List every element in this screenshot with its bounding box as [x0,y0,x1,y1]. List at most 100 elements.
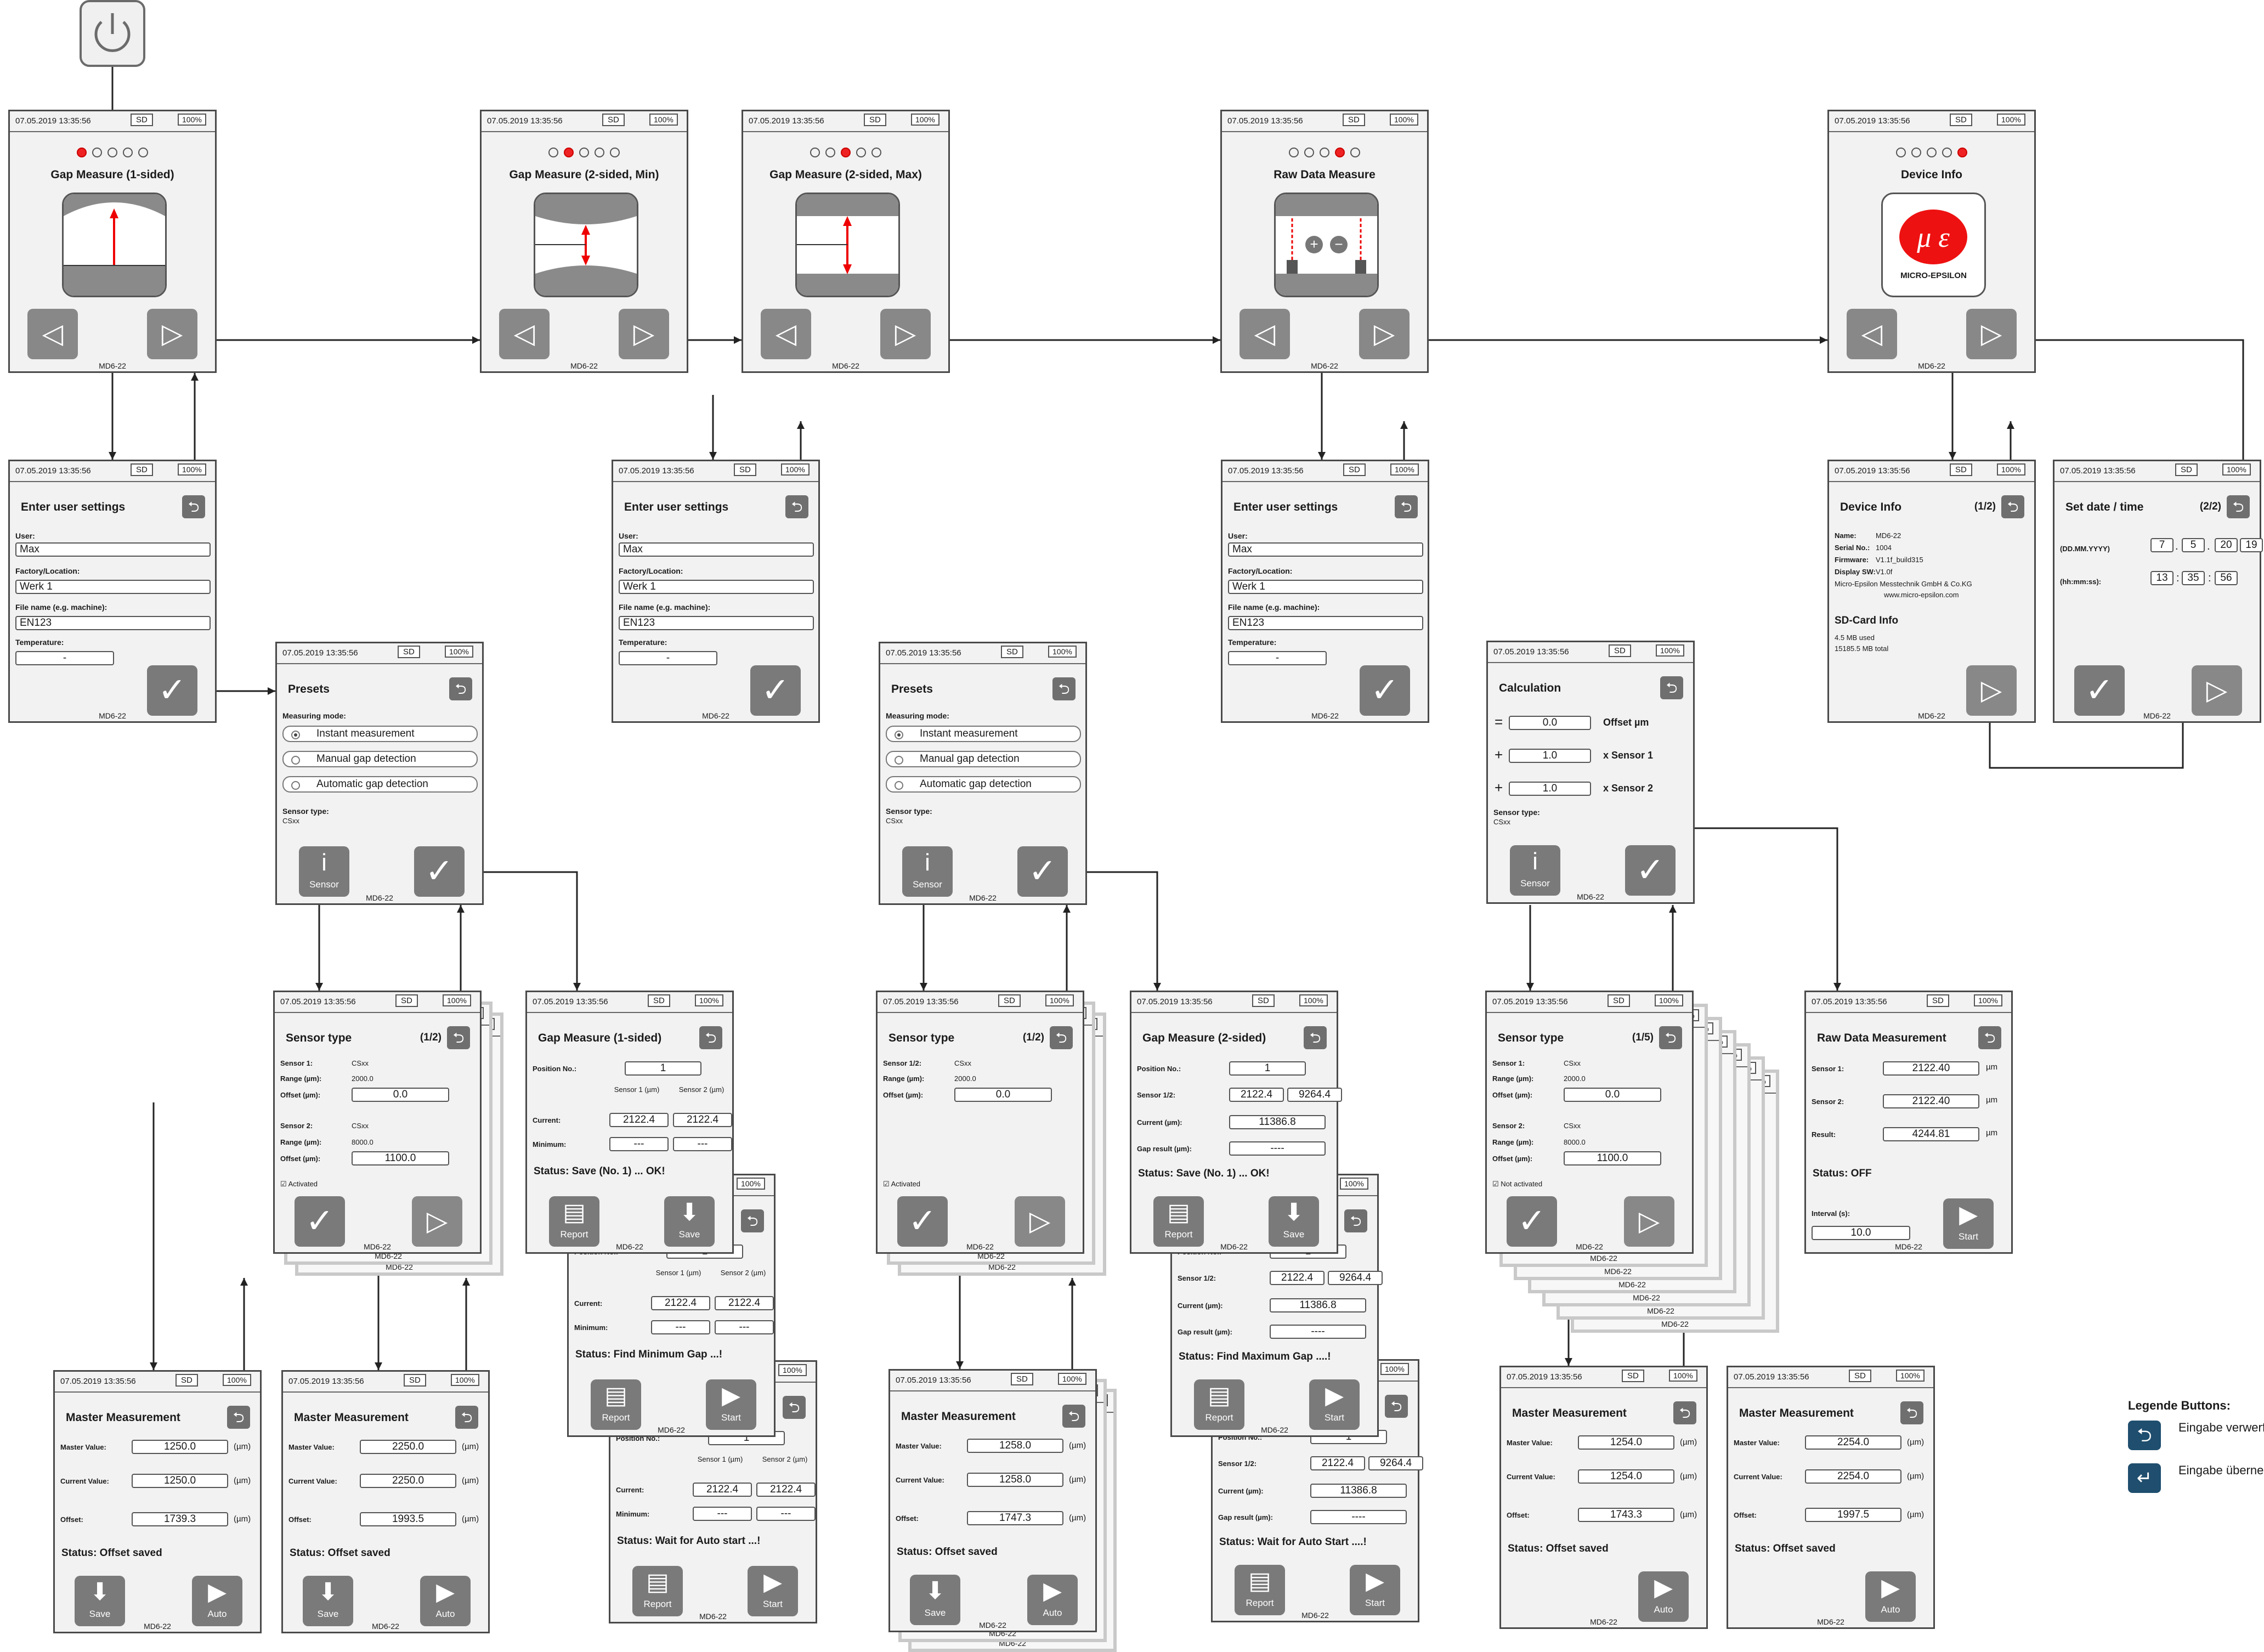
option-automatic[interactable]: Automatic gap detection [282,776,478,793]
confirm-button[interactable]: ✓ [750,665,801,716]
auto-button[interactable]: ▶Auto [1027,1575,1078,1625]
current-value-field[interactable]: 1250.0 [132,1474,228,1488]
result-field[interactable]: 4244.81 [1883,1127,1979,1141]
previous-button[interactable]: ◁ [27,309,78,359]
gap-result-field[interactable]: ---- [1229,1141,1326,1156]
offset-field[interactable]: 1739.3 [132,1512,228,1526]
next-button[interactable]: ▷ [1966,309,2017,359]
page-dot[interactable] [1911,147,1921,157]
gap-result-field[interactable]: ---- [1310,1510,1407,1524]
user-field[interactable]: Max [1228,542,1423,557]
return-button[interactable]: ⮌ [449,677,472,700]
minimum1-field[interactable]: --- [609,1137,669,1151]
offset1-field[interactable]: 0.0 [352,1088,449,1102]
page-dot[interactable] [1289,147,1299,157]
option-instant[interactable]: Instant measurement [282,726,478,742]
confirm-button[interactable]: ✓ [147,665,197,716]
master-value-field[interactable]: 1250.0 [132,1440,228,1454]
current-value-field[interactable]: 2250.0 [360,1474,456,1488]
current-field[interactable]: 11386.8 [1270,1298,1366,1312]
next-button[interactable]: ▷ [2192,665,2242,716]
previous-button[interactable]: ◁ [499,309,550,359]
sensor2-field[interactable]: 2122.40 [1883,1094,1979,1108]
option-manual[interactable]: Manual gap detection [282,751,478,767]
return-button[interactable]: ⮌ [1395,495,1418,518]
gap-result-field[interactable]: ---- [1270,1325,1366,1339]
second-field[interactable]: 56 [2215,571,2238,585]
option-manual[interactable]: Manual gap detection [886,751,1081,767]
hour-field[interactable]: 13 [2150,571,2174,585]
offset1-field[interactable]: 0.0 [954,1088,1052,1102]
next-button[interactable]: ▷ [1624,1196,1674,1247]
return-button[interactable]: ⮌ [1978,1026,2001,1049]
activated-checkbox[interactable]: ☑ Not activated [1492,1180,1543,1188]
month-field[interactable]: 5 [2182,538,2205,552]
page-dot[interactable] [871,147,881,157]
sensor2-field[interactable]: 9264.4 [1328,1271,1383,1285]
auto-button[interactable]: ▶Auto [1865,1571,1916,1622]
page-dot[interactable] [1320,147,1329,157]
return-button[interactable]: ⮌ [699,1026,722,1049]
factor1-field[interactable]: 1.0 [1509,749,1591,763]
return-button[interactable]: ⮌ [1660,676,1683,699]
master-value-field[interactable]: 2254.0 [1805,1435,1901,1450]
start-button[interactable]: ▶Start [1350,1565,1400,1615]
factory-field[interactable]: Werk 1 [1228,580,1423,594]
start-button[interactable]: ▶Start [1309,1379,1360,1430]
page-dot[interactable] [107,147,117,157]
page-dot[interactable] [856,147,866,157]
report-button[interactable]: ▤Report [1153,1196,1204,1247]
return-button[interactable]: ⮌ [1304,1026,1327,1049]
report-button[interactable]: ▤Report [591,1379,641,1430]
year2-field[interactable]: 19 [2240,538,2263,552]
master-value-field[interactable]: 1254.0 [1578,1435,1674,1450]
current1-field[interactable]: 2122.4 [693,1483,752,1497]
current-field[interactable]: 11386.8 [1310,1484,1407,1498]
save-button[interactable]: ⬇Save [664,1196,715,1247]
page-dot[interactable] [123,147,133,157]
option-instant[interactable]: Instant measurement [886,726,1081,742]
minimum2-field[interactable]: --- [715,1320,774,1334]
report-button[interactable]: ▤Report [549,1196,599,1247]
current-value-field[interactable]: 1254.0 [1578,1469,1674,1484]
sensor1-field[interactable]: 2122.40 [1883,1061,1979,1076]
previous-button[interactable]: ◁ [761,309,811,359]
activated-checkbox[interactable]: ☑ Activated [883,1180,921,1188]
return-button[interactable]: ⮌ [447,1026,470,1049]
current2-field[interactable]: 2122.4 [715,1296,774,1310]
minimum2-field[interactable]: --- [756,1507,816,1521]
report-button[interactable]: ▤Report [1194,1379,1244,1430]
auto-button[interactable]: ▶Auto [420,1576,471,1626]
return-button[interactable]: ⮌ [1659,1026,1682,1049]
previous-button[interactable]: ◁ [1847,309,1897,359]
return-button[interactable]: ⮌ [227,1406,250,1429]
return-button[interactable]: ⮌ [1385,1395,1408,1418]
page-dot[interactable] [1304,147,1314,157]
current-value-field[interactable]: 2254.0 [1805,1469,1901,1484]
page-dot[interactable] [92,147,102,157]
confirm-button[interactable]: ✓ [897,1196,948,1247]
page-dot[interactable] [810,147,820,157]
day-field[interactable]: 7 [2150,538,2174,552]
return-button[interactable]: ⮌ [741,1209,764,1232]
option-automatic[interactable]: Automatic gap detection [886,776,1081,793]
user-field[interactable]: Max [619,542,814,557]
page-dot[interactable] [548,147,558,157]
save-button[interactable]: ⬇Save [910,1575,960,1625]
temperature-field[interactable]: - [619,651,717,665]
return-button[interactable]: ⮌ [1673,1401,1696,1424]
current2-field[interactable]: 2122.4 [673,1113,732,1127]
sensor1-field[interactable]: 2122.4 [1310,1456,1365,1470]
offset-field[interactable]: 0.0 [1509,716,1591,730]
next-button[interactable]: ▷ [1015,1196,1065,1247]
page-dot[interactable] [1350,147,1360,157]
next-button[interactable]: ▷ [412,1196,462,1247]
sensor2-field[interactable]: 9264.4 [1287,1088,1342,1102]
position-field[interactable]: 1 [625,1061,701,1076]
master-value-field[interactable]: 2250.0 [360,1440,456,1454]
activated-checkbox[interactable]: ☑ Activated [280,1180,318,1188]
sensor1-field[interactable]: 2122.4 [1270,1271,1325,1285]
year1-field[interactable]: 20 [2215,538,2238,552]
